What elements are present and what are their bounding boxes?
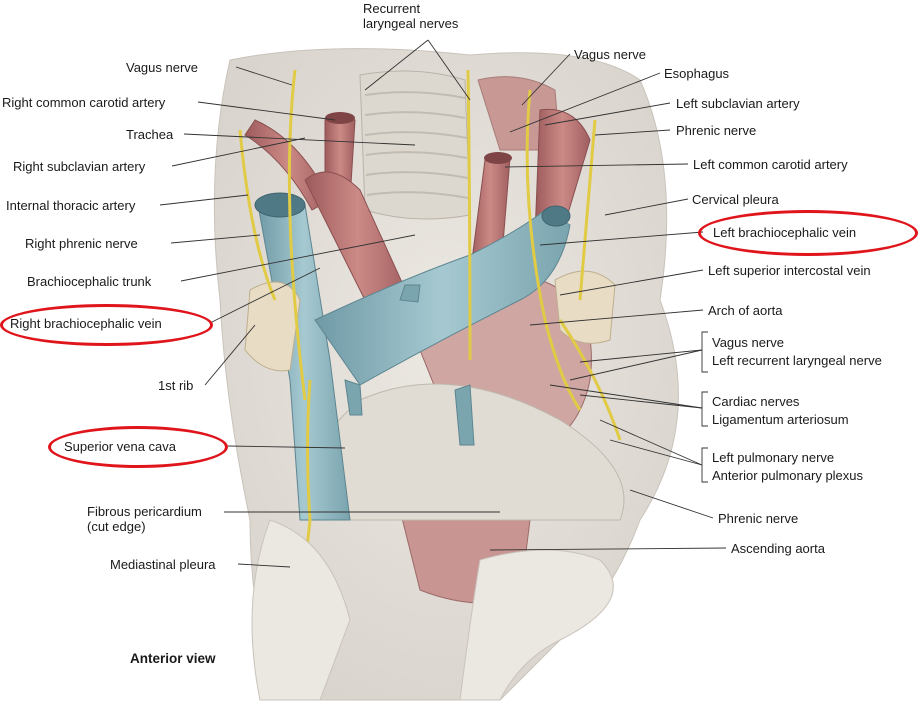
label-phrenic-nerve-bottom: Phrenic nerve [718,511,799,526]
label-line: Fibrous pericardium [87,504,202,519]
label-vagus-nerve-right: Vagus nerve [126,60,199,75]
leader-lines [159,39,727,568]
label-group-pulmonary: Left pulmonary nerve Anterior pulmonary … [712,449,863,485]
highlight-superior-vena-cava [48,426,228,468]
label-vagus-nerve-left: Vagus nerve [574,47,647,62]
label-line: Anterior pulmonary plexus [712,468,864,483]
label-phrenic-nerve-top: Phrenic nerve [676,123,757,138]
label-line: Left recurrent laryngeal nerve [712,353,882,368]
label-right-phrenic-nerve: Right phrenic nerve [25,236,138,251]
label-trachea: Trachea [126,127,174,142]
label-left-common-carotid-artery: Left common carotid artery [693,157,848,172]
label-line: Ligamentum arteriosum [712,412,849,427]
label-left-superior-intercostal-vein: Left superior intercostal vein [708,263,871,278]
label-right-common-carotid-artery: Right common carotid artery [2,95,166,110]
label-line: Vagus nerve [712,335,785,350]
highlight-left-brachiocephalic-vein [698,210,918,256]
label-line: (cut edge) [87,519,146,534]
highlight-right-brachiocephalic-vein [0,304,213,346]
first-rib-left [554,270,616,344]
label-line: Left pulmonary nerve [712,450,835,465]
label-internal-thoracic-artery: Internal thoracic artery [6,198,136,213]
pleura-folds [251,519,614,701]
label-ascending-aorta: Ascending aorta [731,541,825,556]
left-brachiocephalic-vein-shape [314,209,571,386]
label-brachiocephalic-trunk: Brachiocephalic trunk [27,274,152,289]
label-line: Cardiac nerves [712,394,800,409]
label-anterior-view: Anterior view [130,651,216,666]
label-mediastinal-pleura: Mediastinal pleura [110,557,216,572]
nerves [238,69,622,691]
label-left-subclavian-artery: Left subclavian artery [676,96,800,111]
label-line: Recurrent [363,1,421,16]
label-fibrous-pericardium: Fibrous pericardium (cut edge) [87,504,202,534]
label-arch-of-aorta: Arch of aorta [708,303,783,318]
brachiocephalic-trunk-shape [304,171,411,311]
label-right-subclavian-artery: Right subclavian artery [13,159,146,174]
label-group-cardiac: Cardiac nerves Ligamentum arteriosum [712,393,849,429]
label-esophagus: Esophagus [664,66,730,81]
label-group-vagus: Vagus nerve Left recurrent laryngeal ner… [712,334,882,370]
label-line: laryngeal nerves [363,16,459,31]
label-cervical-pleura: Cervical pleura [692,192,779,207]
label-first-rib: 1st rib [158,378,194,393]
first-rib-right [244,281,301,372]
label-recurrent-laryngeal-nerves: Recurrent laryngeal nerves [363,1,458,31]
